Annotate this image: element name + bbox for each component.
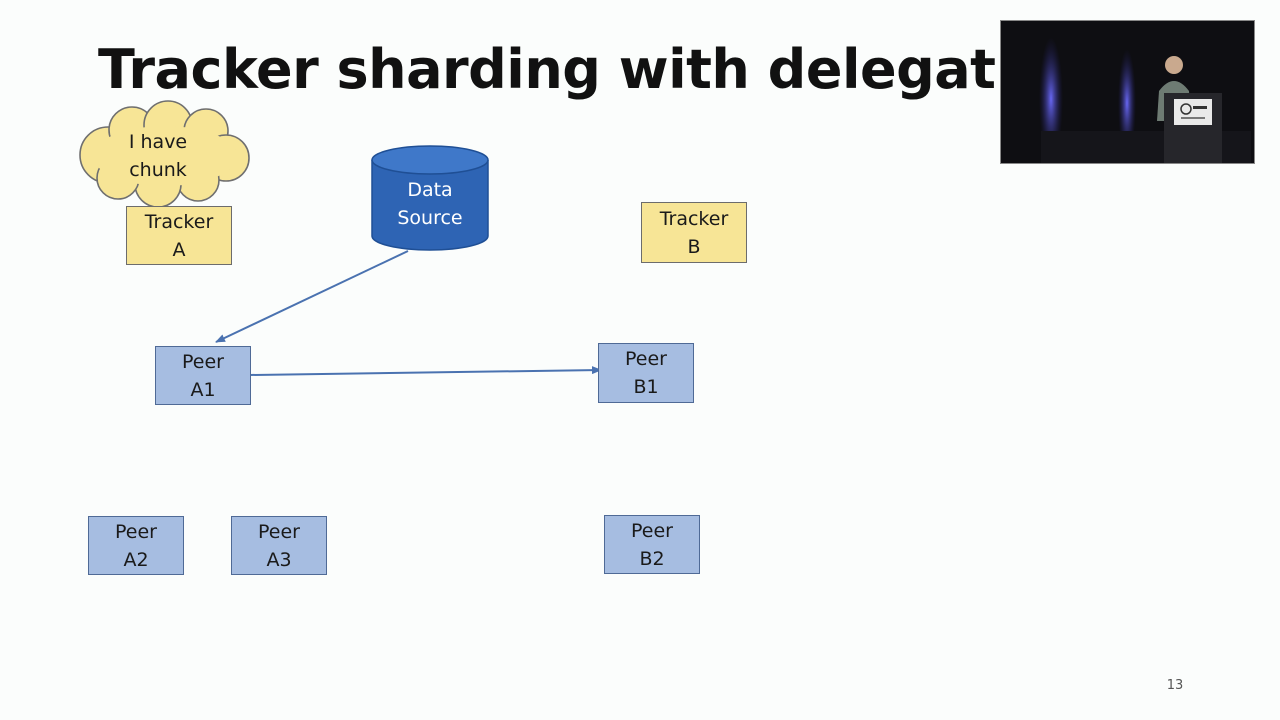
- peer-a1-line1: Peer: [182, 350, 224, 373]
- peer-b1-line2: B1: [633, 376, 659, 398]
- peer-b2-line1: Peer: [631, 519, 673, 542]
- speaker-video-scene: [1001, 21, 1254, 163]
- tracker-a-line2: A: [172, 238, 186, 261]
- peer-a2-line1: Peer: [115, 520, 157, 543]
- cloud-label-line2: chunk: [129, 159, 187, 181]
- peer-a1-box: Peer A1: [155, 346, 251, 405]
- peer-a3-box: Peer A3: [231, 516, 327, 575]
- slide-number: 13: [1166, 678, 1184, 693]
- peer-a3-line2: A3: [266, 548, 292, 571]
- thought-cloud: [79, 100, 250, 208]
- tracker-b-box: Tracker B: [641, 202, 747, 263]
- peer-a2-box: Peer A2: [88, 516, 184, 575]
- cloud-label: I have chunk: [100, 128, 216, 184]
- data-source-cylinder: [371, 145, 489, 251]
- peer-a3-line1: Peer: [258, 520, 300, 543]
- peer-a2-line2: A2: [123, 548, 149, 571]
- peer-a1-line2: A1: [190, 378, 216, 401]
- tracker-a-box: Tracker A: [126, 206, 232, 265]
- peer-b1-box: Peer B1: [598, 343, 694, 403]
- tracker-b-line2: B: [687, 235, 701, 258]
- speaker-video-inset: [1000, 20, 1255, 164]
- arrow-peer-a1-to-peer-b1: [249, 366, 602, 376]
- peer-b2-box: Peer B2: [604, 515, 700, 574]
- data-source-label: Data Source: [372, 176, 488, 232]
- data-source-label-line2: Source: [397, 207, 463, 229]
- speaker-head: [1165, 56, 1183, 74]
- slide-title: Tracker sharding with delegation: [98, 38, 1089, 101]
- tracker-b-line1: Tracker: [659, 207, 729, 230]
- data-source-label-line1: Data: [407, 179, 453, 201]
- cloud-label-line1: I have: [128, 131, 188, 153]
- arrow-data-source-to-peer-a1: [215, 250, 409, 343]
- peer-b1-line1: Peer: [625, 348, 667, 370]
- tracker-a-line1: Tracker: [144, 210, 214, 233]
- peer-b2-line2: B2: [639, 547, 665, 570]
- podium-sign: [1174, 99, 1212, 125]
